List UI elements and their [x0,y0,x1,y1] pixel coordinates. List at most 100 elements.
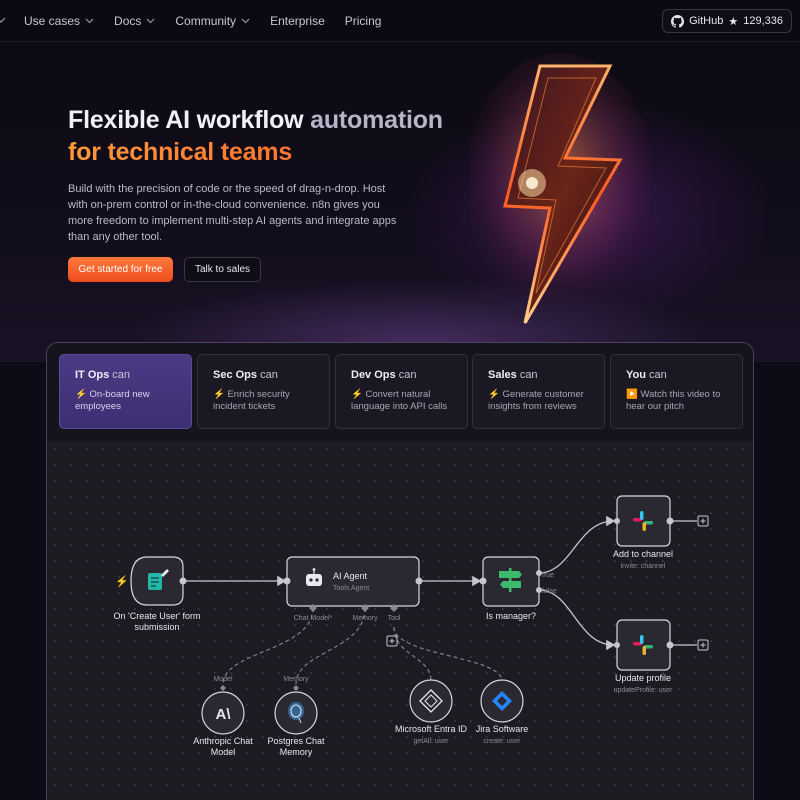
add-tool-button[interactable] [386,635,398,647]
form-icon [148,569,169,590]
github-star-count: 129,336 [743,15,783,27]
add-node-button[interactable] [697,639,709,651]
connection-true-add [538,515,616,574]
hero-title-line2: for technical teams [68,136,443,168]
is-manager-node[interactable]: true false Is manager? [479,556,557,621]
nav-enterprise[interactable]: Enterprise [270,14,325,28]
add-node-button[interactable] [697,515,709,527]
tab-description: ⚡ Generate customer insights from review… [488,389,584,412]
trigger-node[interactable]: ⚡ On 'Create User' form submission [114,556,201,632]
talk-to-sales-button[interactable]: Talk to sales [184,257,261,282]
nav-enterprise-label: Enterprise [270,13,325,28]
workflow-graph: ⚡ On 'Create User' form submission [114,495,709,757]
slack-icon [633,511,653,531]
anthropic-model-node[interactable]: Model A\ Anthropic Chat Model [193,676,253,757]
port-tool: Tool [388,615,401,622]
use-case-tabs: IT Ops can ⚡ On-board new employees Sec … [47,343,753,441]
robot-icon [306,568,322,586]
jira-sub: create: user [484,738,522,745]
github-stars-button[interactable]: GitHub ★ 129,336 [662,9,792,33]
tab-can: can [519,369,538,381]
chevron-down-icon [241,16,250,26]
tab-role: Sales [488,369,517,381]
branch-false-label: false [542,588,557,595]
tab-can: can [398,369,417,381]
tab-role: IT Ops [75,369,110,381]
nav-pricing[interactable]: Pricing [345,14,382,28]
hero-description: Build with the precision of code or the … [68,183,397,243]
chevron-down-icon[interactable] [0,15,6,25]
postgres-memory-node[interactable]: Memory Postgres Chat Memory [267,676,325,757]
port-memory: Memory [352,615,378,622]
tab-role: Sec Ops [213,369,258,381]
hero-title-line1-muted: automation [310,106,443,134]
tab-description: ⚡ On-board new employees [75,389,150,412]
connection-tool-jira [393,626,503,682]
connection-tool-entra [393,626,432,682]
ai-agent-subtitle: Tools Agent [333,585,369,592]
tab-title: You can [626,369,742,381]
lightning-icon: ⚡ [115,575,129,588]
entra-id-icon [419,689,443,713]
tab-sales[interactable]: Sales can ⚡ Generate customer insights f… [472,354,605,429]
tab-can: can [260,369,278,381]
nav-docs-label: Docs [114,13,142,28]
postgres-label-2: Memory [280,747,313,757]
hero-title: Flexible AI workflow automation for tech… [68,104,443,168]
hero-background [0,42,800,362]
nav-docs[interactable]: Docs [114,14,155,28]
entra-id-label: Microsoft Entra ID [395,724,468,734]
workflow-canvas[interactable]: ⚡ On 'Create User' form submission [47,441,753,800]
nav-pricing-label: Pricing [344,13,382,28]
tab-title: IT Ops can [75,369,191,381]
connection-model [222,607,314,685]
github-label: GitHub [689,15,724,27]
is-manager-label: Is manager? [486,611,536,621]
tab-sec-ops[interactable]: Sec Ops can ⚡ Enrich security incident t… [197,354,330,429]
star-icon: ★ [728,15,739,28]
tab-can: can [649,369,667,381]
nav-use-cases[interactable]: Use cases [24,14,94,28]
jira-icon [492,691,512,711]
nav-community-label: Community [175,13,237,28]
postgres-port-label: Memory [283,676,309,683]
tab-title: Dev Ops can [351,369,467,381]
entra-id-sub: getAll: user [413,738,449,745]
tab-role: Dev Ops [351,369,396,381]
port-chat-model: Chat Model* [294,615,333,622]
ai-agent-node[interactable]: AI Agent Tools Agent Chat Model* Memory … [283,556,423,647]
anthropic-port-label: Model [213,676,233,683]
github-icon [671,14,685,28]
nav-community[interactable]: Community [175,14,250,28]
slack-add-node[interactable]: Add to channel invite: channel [613,495,709,570]
tab-role: You [626,369,646,381]
workflow-demo-panel: IT Ops can ⚡ On-board new employees Sec … [46,342,754,800]
tab-description: ▶️ Watch this video to hear our pitch [626,389,721,412]
update-profile-sub: updateProfile: user [614,687,673,694]
tab-title: Sec Ops can [213,369,329,381]
tab-title: Sales can [488,369,604,381]
jira-node[interactable]: Jira Software create: user [476,679,529,745]
update-profile-label: Update profile [615,673,671,683]
signpost-icon [499,568,522,592]
top-nav: Use cases Docs Community Enterprise Pric… [0,0,800,42]
connection-memory [295,607,366,685]
tab-description: ⚡ Enrich security incident tickets [213,389,290,412]
postgres-label: Postgres Chat [267,736,325,746]
hero-title-line1: Flexible AI workflow [68,106,304,134]
tab-you[interactable]: You can ▶️ Watch this video to hear our … [610,354,743,429]
tab-dev-ops[interactable]: Dev Ops can ⚡ Convert natural language i… [335,354,468,429]
nav-use-cases-label: Use cases [24,13,81,28]
branch-true-label: true [542,572,554,579]
slack-update-node[interactable]: Update profile updateProfile: user [614,619,709,694]
entra-id-node[interactable]: Microsoft Entra ID getAll: user [395,679,468,745]
get-started-button[interactable]: Get started for free [68,257,173,282]
chevron-down-icon [146,16,155,26]
anthropic-label-2: Model [211,747,236,757]
jira-label: Jira Software [476,724,529,734]
tab-it-ops[interactable]: IT Ops can ⚡ On-board new employees [59,354,192,429]
trigger-label-2: submission [134,622,179,632]
postgres-icon [288,702,304,724]
add-to-channel-label: Add to channel [613,549,673,559]
tab-can: can [112,369,131,381]
